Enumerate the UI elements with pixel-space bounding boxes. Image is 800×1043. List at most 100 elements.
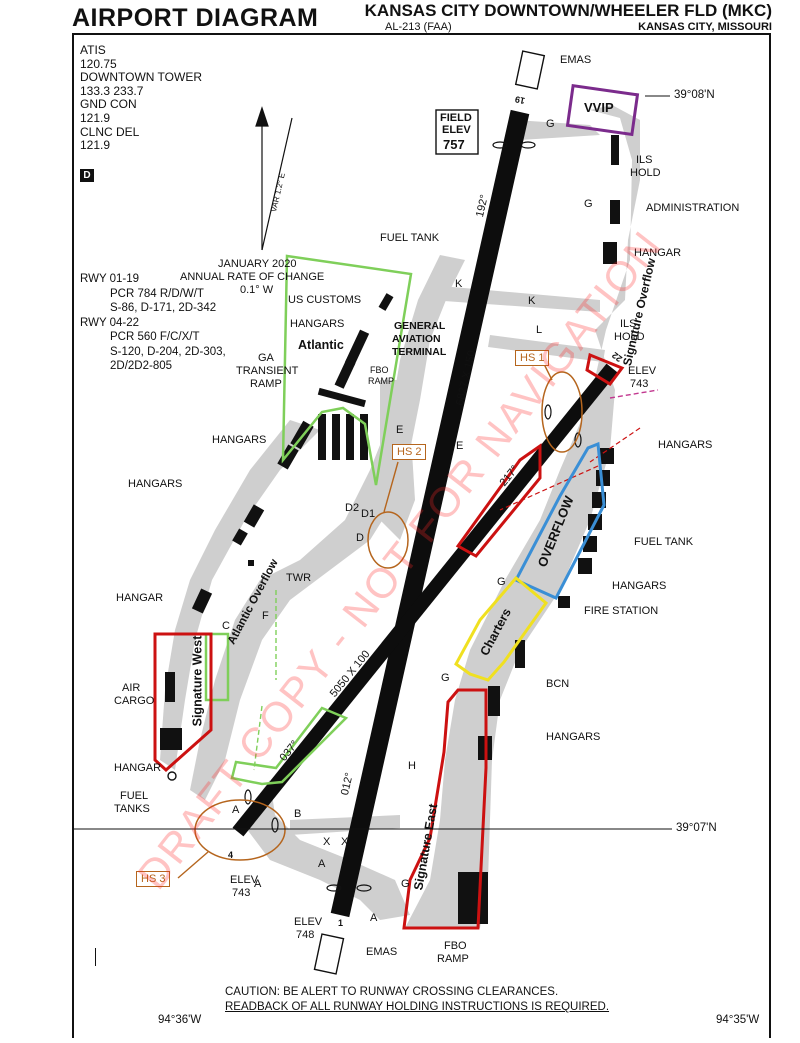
admin-building-2: [611, 135, 619, 165]
freq-line: CLNC DEL: [80, 124, 140, 139]
fbo-w-l1: FBO: [370, 365, 389, 375]
hangars-w3a: [243, 504, 265, 528]
atlantic-overflow-zone-2: [230, 706, 349, 786]
hangars-w2b: [277, 444, 299, 470]
rwy-01-19-title: RWY 01-19: [80, 273, 140, 285]
elev-22-val: 743: [630, 378, 649, 390]
page-title: AIRPORT DIAGRAM: [72, 4, 319, 32]
frame-right-line: [769, 33, 771, 1038]
fbo-ramp-bldg: [458, 872, 488, 924]
elev-1-val: 748: [296, 929, 315, 941]
lat-north-label: 39°08'N: [674, 89, 715, 101]
fbo-w-l2: RAMP: [368, 376, 395, 386]
taxiway-x-label: X: [323, 836, 331, 848]
signature-west-zone: [153, 632, 213, 773]
fbo-bar-4: [360, 414, 368, 460]
atlantic-label: Atlantic: [298, 338, 344, 352]
taxiway-g-label: G: [546, 118, 555, 130]
marker-1-bot: [326, 884, 342, 892]
field-elev-l1: FIELD: [440, 112, 472, 124]
taxiway-x-label: X: [341, 836, 349, 848]
atlantic-overflow-zone-1: [204, 632, 230, 702]
taxiway-d1-label: D1: [361, 508, 376, 520]
lon-west-label: 94°36'W: [158, 1014, 202, 1026]
field-elev-box: [435, 109, 479, 155]
rwy-01-19-strength: S-86, D-171, 2D-342: [110, 302, 217, 314]
atlantic-overflow-dash-2: [253, 705, 263, 771]
d-symbol-badge: D: [80, 169, 94, 182]
twr-bldg: [248, 560, 254, 566]
freq-line: ATIS: [80, 43, 106, 57]
air-cargo-bldg: [165, 672, 175, 702]
hs1-label: HS 1: [515, 350, 550, 366]
mag-north-line: [261, 117, 293, 251]
hs2-leader: [383, 461, 399, 513]
hs3-label: HS 3: [136, 871, 171, 887]
taxiway-e-label: E: [396, 424, 404, 436]
hangars-w1-label: HANGARS: [290, 318, 345, 330]
fire-station-bldg: [558, 596, 570, 608]
hs3-circle: [194, 799, 286, 861]
runway-info: RWY 01-19 PCR 784 R/D/W/T S-86, D-171, 2…: [80, 272, 226, 374]
emas-top-box: [514, 50, 546, 90]
signature-overflow-zone-2: [455, 443, 542, 558]
air-cargo-l2: CARGO: [114, 695, 155, 707]
taxiway-a-label: A: [370, 912, 378, 924]
elev-4-val: 743: [232, 887, 251, 899]
hangar-east-top: [603, 242, 617, 264]
rwy-04-22-strength-2: 2D/2D2-805: [110, 360, 173, 372]
lon-east-label: 94°35'W: [716, 1014, 760, 1026]
runway-01-19: [330, 109, 530, 918]
emas-bottom-box: [313, 933, 345, 975]
frame-top-line: [72, 33, 770, 35]
taxiway-c-label: C: [222, 620, 230, 632]
hangar-w-a: [344, 329, 370, 367]
vvip-label: VVIP: [584, 100, 614, 115]
hangars-east-7: [488, 686, 500, 716]
marker-19-top-2: [520, 141, 536, 149]
ga-terminal-l1: GENERAL: [394, 320, 446, 332]
hangars-east3-label: HANGARS: [546, 731, 601, 743]
rwy-01-number: 1: [338, 918, 344, 928]
hangars-east1-label: HANGARS: [658, 439, 713, 451]
taxiway-f-label: F: [262, 610, 269, 622]
taxiway-a-label: A: [232, 804, 240, 816]
taxiway-k-label: K: [528, 295, 536, 307]
admin-building: [610, 200, 620, 224]
mag-var-rate: ANNUAL RATE OF CHANGE: [180, 271, 325, 283]
rwy-04-22-title: RWY 04-22: [80, 316, 140, 329]
freq-line: GND CON: [80, 97, 137, 112]
taxiway-l: [488, 335, 605, 362]
hangars-east-1: [600, 448, 614, 464]
taxiway-g-top: [515, 120, 600, 140]
charters-zone: [454, 575, 549, 682]
field-elev-val: 757: [443, 137, 465, 152]
atlantic-zone: [281, 254, 413, 486]
taxiway-a-label: A: [318, 858, 326, 870]
signature-east-zone: [402, 688, 488, 930]
taxiway-l-label: L: [536, 324, 543, 336]
fbo-ramp-l2: RAMP: [437, 953, 469, 965]
freq-line: DOWNTOWN TOWER: [80, 70, 202, 85]
taxiway-x: [290, 815, 400, 835]
hangar-w4: [191, 588, 213, 614]
bcn-label: BCN: [546, 678, 570, 690]
fbo-ramp-l1: FBO: [444, 940, 467, 952]
taxiway-d-label: D: [356, 532, 364, 544]
true-north-arrowhead: [255, 106, 269, 127]
fuel-tank-top-label: FUEL TANK: [380, 232, 440, 244]
sig-overflow-dash-3: [499, 465, 599, 511]
marker-1-bot-2: [356, 884, 372, 892]
fuel-tanks-l1: FUEL: [120, 790, 149, 802]
taxiway-g-label: G: [497, 576, 506, 588]
air-cargo-l1: AIR: [122, 682, 141, 694]
fuel-tanks-l2: TANKS: [114, 803, 150, 815]
fuel-tanks-circle: [167, 771, 177, 781]
taxiway-g-label: G: [584, 198, 593, 210]
ga-ramp-l1: GA: [258, 352, 274, 364]
hangar-w5: [160, 728, 182, 750]
frequency-list: ATIS 120.75 DOWNTOWN TOWER 133.3 233.7 G…: [80, 43, 202, 153]
west-buildings: [160, 293, 394, 781]
elev-22-l1: ELEV: [628, 365, 657, 377]
signature-west-label: Signature West: [190, 635, 205, 727]
